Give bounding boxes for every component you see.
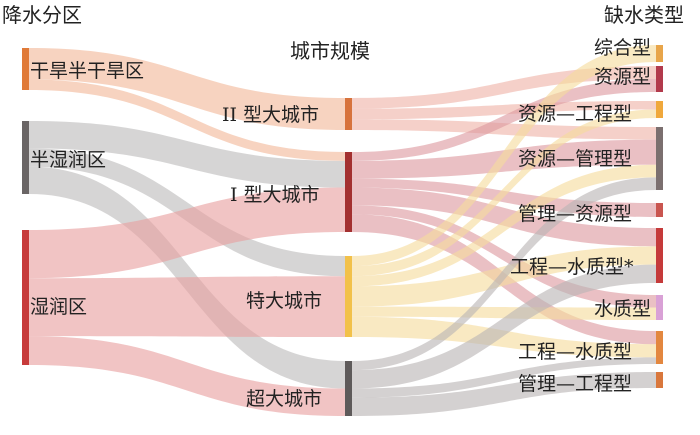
flow-z-arid-to-s-i xyxy=(29,79,345,161)
flow-s-ii-to-t-zy-gc xyxy=(352,101,656,120)
flow-s-i-to-t-gc-szx xyxy=(352,187,656,247)
node-bar-t-ziyuan xyxy=(656,66,663,92)
header-water-shortage-type: 缺水类型 xyxy=(604,3,684,27)
node-label-semihumid-zone: 半湿润区 xyxy=(30,149,106,171)
node-bar-t-zonghe xyxy=(656,45,663,62)
node-label-super-city: 超大城市 xyxy=(246,388,322,410)
node-bar-t-gc-sz xyxy=(656,331,663,364)
node-label-management-resource-type: 管理—资源型 xyxy=(518,203,632,225)
flow-s-super-to-t-gl-gc xyxy=(352,372,656,416)
flow-z-semi-to-s-i xyxy=(29,121,345,188)
node-bar-t-zy-gl xyxy=(656,127,663,190)
node-bar-s-ii xyxy=(345,98,352,130)
flow-s-super-to-t-gc-sz xyxy=(352,357,656,398)
node-label-engineering-waterquality-star-type: 工程—水质型* xyxy=(510,256,634,278)
flow-s-super-to-t-zy-gl xyxy=(352,177,656,371)
node-bar-t-shuizhi xyxy=(656,295,663,320)
node-bar-z-semi xyxy=(22,121,29,194)
node-bar-s-mega xyxy=(345,256,352,337)
flow-s-mega-to-t-zonghe xyxy=(352,45,656,267)
flow-z-humid-to-s-super xyxy=(29,336,345,416)
node-bar-t-gc-szx xyxy=(656,228,663,283)
node-bar-s-i xyxy=(345,152,352,232)
node-bar-z-humid xyxy=(22,230,29,365)
node-bar-t-gl-gc xyxy=(656,372,663,388)
flow-z-humid-to-s-mega xyxy=(29,276,345,337)
node-label-type-ii-large-city: II 型大城市 xyxy=(222,104,319,126)
header-city-size: 城市规模 xyxy=(290,39,370,63)
flow-s-super-to-t-gc-szx xyxy=(352,264,656,389)
node-label-waterquality-type: 水质型 xyxy=(594,298,651,320)
size-to-type-links xyxy=(352,45,656,416)
zone-to-size-links xyxy=(29,48,345,416)
node-label-comprehensive-type: 综合型 xyxy=(594,37,651,59)
header-precipitation-zone: 降水分区 xyxy=(2,3,82,27)
flow-s-mega-to-t-zy-gc xyxy=(352,109,656,277)
node-label-arid-zone: 干旱半干旱区 xyxy=(30,60,144,82)
node-label-type-i-large-city: I 型大城市 xyxy=(230,184,320,206)
node-label-resource-management-type: 资源—管理型 xyxy=(518,148,632,170)
flow-z-humid-to-s-i xyxy=(29,187,345,279)
flow-s-mega-to-t-shuizhi xyxy=(352,306,656,320)
node-bar-s-super xyxy=(345,361,352,416)
node-label-engineering-waterquality-type: 工程—水质型 xyxy=(518,341,632,363)
node-label-management-engineering-type: 管理—工程型 xyxy=(518,373,632,395)
node-label-megacity: 特大城市 xyxy=(246,290,322,312)
node-label-humid-zone: 湿润区 xyxy=(30,296,87,318)
flow-s-mega-to-t-gc-sz xyxy=(352,316,656,358)
flow-s-i-to-t-ziyuan xyxy=(352,79,656,161)
flow-z-arid-to-s-ii xyxy=(29,48,345,130)
node-label-resource-type: 资源型 xyxy=(594,66,651,88)
node-bar-t-gl-zy xyxy=(656,203,663,217)
node-label-resource-engineering-type: 资源—工程型 xyxy=(518,103,632,125)
sankey-nodes xyxy=(22,45,663,416)
node-bar-z-arid xyxy=(22,48,29,90)
node-bar-t-zy-gc xyxy=(656,101,663,118)
flow-s-i-to-t-shuizhi xyxy=(352,205,656,308)
flow-s-mega-to-t-zy-gl xyxy=(352,164,656,287)
